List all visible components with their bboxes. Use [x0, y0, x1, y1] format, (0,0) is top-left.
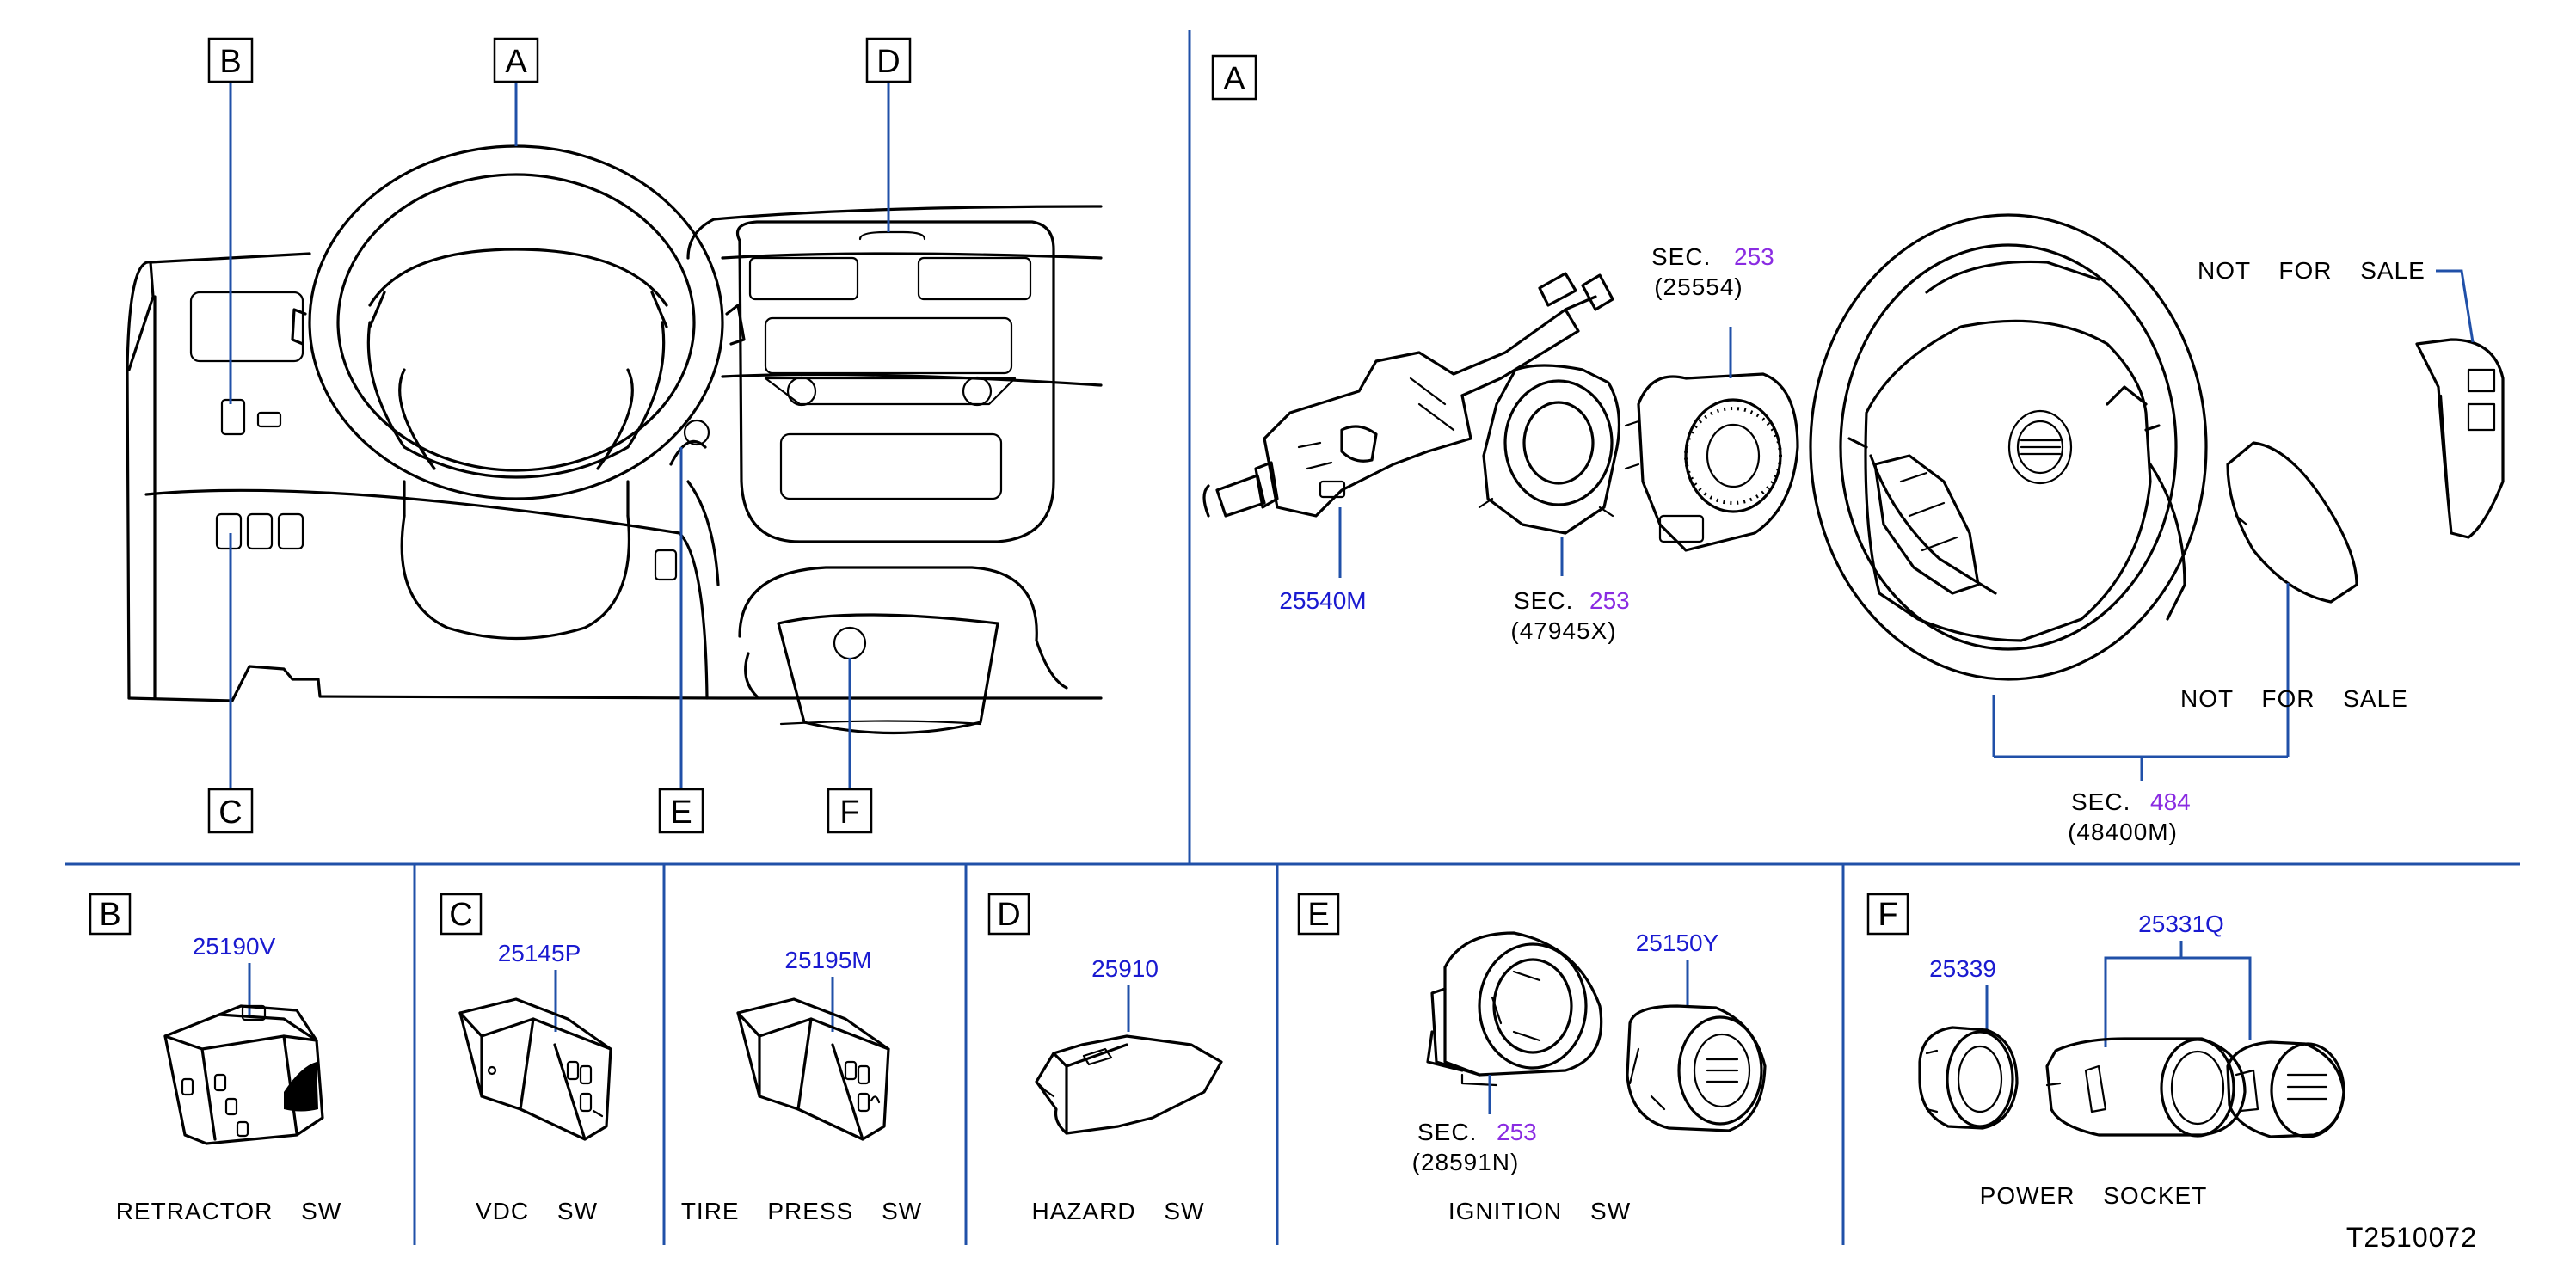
- panel-dividers: [65, 30, 2520, 1245]
- svg-text:A: A: [1223, 61, 1245, 97]
- panel-b-letter-box: B: [89, 893, 132, 936]
- svg-text:E: E: [1307, 897, 1329, 933]
- part-25190v-label: 25190V: [193, 933, 276, 960]
- svg-text:D: D: [876, 44, 900, 80]
- part-25540m-label: 25540M: [1279, 587, 1366, 614]
- callout-d: D: [865, 37, 912, 83]
- panel-a-letter-box: A: [1211, 54, 1257, 101]
- spoke-switch-drawing: [2415, 338, 2505, 539]
- spiral-cable-code: (47945X): [1510, 617, 1616, 644]
- spiral-cable-sec-num: 253: [1589, 587, 1630, 614]
- panel-e-ignition: E SEC. 253 (28591N) 25150Y IGNITION SW: [1297, 893, 1767, 1224]
- retractor-sw-caption: RETRACTOR SW: [116, 1198, 342, 1224]
- vdc-switch-drawing: [458, 997, 612, 1141]
- panel-tire-press: 25195M TIRE PRESS SW: [681, 947, 922, 1224]
- steering-sensor-sec-num: 253: [1734, 243, 1774, 270]
- part-25339-label: 25339: [1929, 955, 1996, 982]
- svg-text:F: F: [1878, 897, 1897, 933]
- panel-c-vdc: C 25145P VDC SW: [440, 893, 612, 1224]
- part-25145p-label: 25145P: [498, 940, 581, 966]
- svg-text:D: D: [997, 897, 1020, 933]
- tire-press-sw-caption: TIRE PRESS SW: [681, 1198, 922, 1224]
- steering-wheel-code: (48400M): [2068, 819, 2178, 845]
- ignition-sec-code: (28591N): [1412, 1149, 1520, 1175]
- spiral-cable-drawing: [1478, 364, 1621, 535]
- panel-b-retractor: B 25190V RETRACTOR SW: [89, 893, 342, 1224]
- vdc-sw-caption: VDC SW: [476, 1198, 598, 1224]
- spoke-switch-not-for-sale: NOT FOR SALE: [2198, 257, 2425, 284]
- push-start-switch-drawing: [1626, 1004, 1767, 1132]
- retractor-switch-drawing: [163, 1004, 324, 1145]
- svg-text:B: B: [99, 897, 120, 933]
- sheet-id: T2510072: [2346, 1222, 2477, 1253]
- svg-text:E: E: [670, 794, 692, 831]
- callout-e: E: [658, 788, 704, 834]
- callout-f: F: [827, 788, 873, 834]
- ignition-barrel-drawing: [1426, 931, 1603, 1087]
- steering-sensor-code: (25554): [1654, 273, 1743, 300]
- steering-wheel-sec-label: SEC.: [2071, 788, 2130, 815]
- socket-body-drawing: [2045, 1037, 2247, 1138]
- svg-text:C: C: [449, 897, 472, 933]
- panel-d-hazard: D 25910 HAZARD SW: [987, 893, 1223, 1224]
- power-socket-caption: POWER SOCKET: [1980, 1182, 2208, 1209]
- panel-d-letter-box: D: [987, 893, 1030, 936]
- part-25331q-label: 25331Q: [2138, 911, 2224, 937]
- steering-sensor-sec-label: SEC.: [1651, 243, 1711, 270]
- steering-sensor-drawing: [1624, 372, 1799, 552]
- socket-ring-drawing: [1918, 1026, 2019, 1130]
- hazard-sw-caption: HAZARD SW: [1032, 1198, 1205, 1224]
- svg-text:A: A: [505, 44, 527, 80]
- socket-cap-drawing: [2226, 1040, 2345, 1138]
- callout-b: B: [207, 37, 254, 83]
- spiral-cable-sec-label: SEC.: [1514, 587, 1573, 614]
- dashboard-overview: [126, 144, 1103, 735]
- overview-callouts: A B D C E F: [207, 37, 912, 834]
- part-25910-label: 25910: [1091, 955, 1159, 982]
- horn-cover-not-for-sale: NOT FOR SALE: [2180, 685, 2408, 712]
- callout-a: A: [493, 37, 539, 83]
- steering-wheel-drawing: [1809, 213, 2208, 681]
- panel-e-letter-box: E: [1297, 893, 1340, 936]
- callout-c: C: [207, 788, 254, 834]
- panel-a-steering: A 25540M SEC. 253 (47945X): [1202, 54, 2505, 845]
- svg-text:B: B: [219, 44, 241, 80]
- part-25150y-label: 25150Y: [1636, 929, 1719, 956]
- tire-press-switch-drawing: [736, 997, 890, 1141]
- part-25195m-label: 25195M: [784, 947, 871, 973]
- svg-text:C: C: [218, 794, 242, 831]
- combination-switch-drawing: [1202, 272, 1614, 518]
- panel-f-power-socket: F 25339 25331Q POWER SOCKET: [1866, 893, 2345, 1209]
- steering-wheel-sec-num: 484: [2150, 788, 2191, 815]
- hazard-switch-drawing: [1035, 1034, 1223, 1135]
- ignition-sec-num: 253: [1497, 1119, 1537, 1145]
- panel-c-letter-box: C: [440, 893, 483, 936]
- ignition-sec-label: SEC.: [1417, 1119, 1477, 1145]
- horn-cover-drawing: [2226, 441, 2358, 604]
- svg-text:F: F: [839, 794, 859, 831]
- ignition-sw-caption: IGNITION SW: [1448, 1198, 1631, 1224]
- panel-f-letter-box: F: [1866, 893, 1909, 936]
